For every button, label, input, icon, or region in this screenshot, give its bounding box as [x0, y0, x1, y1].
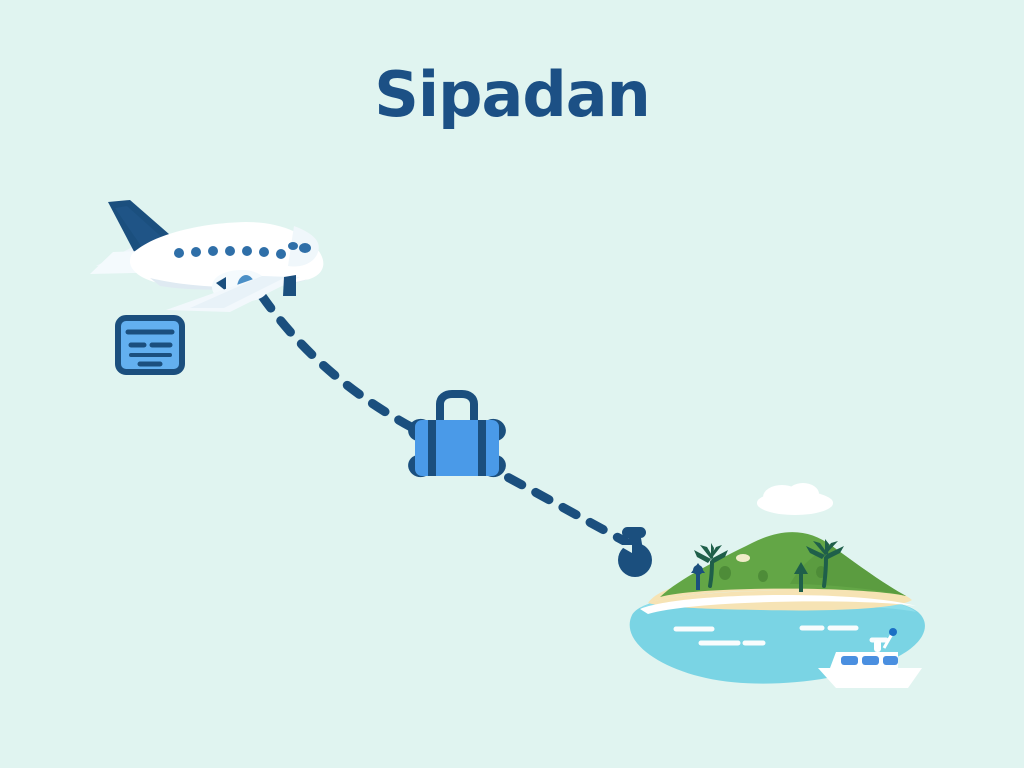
- small-tree-right: [794, 562, 808, 592]
- boarding-pass-lines: [125, 329, 175, 367]
- island-foam: [640, 595, 916, 614]
- boat-antenna-dot: [889, 628, 897, 636]
- small-tree-left: [691, 563, 705, 590]
- wave-lines: [673, 625, 889, 646]
- airplane-engine-pylon: [216, 277, 226, 291]
- boat-antenna: [882, 633, 894, 649]
- airplane-near-wing-shade: [190, 276, 286, 308]
- destination-marker-cap: [622, 527, 646, 538]
- boat: [818, 628, 922, 688]
- airplane-windows: [174, 246, 286, 259]
- cloud: [757, 483, 833, 515]
- suitcase-handle: [436, 390, 478, 424]
- boat-windows: [841, 656, 898, 665]
- airplane-cockpit-window-2: [288, 242, 298, 250]
- island-hill-shade: [790, 546, 906, 596]
- suitcase-strap-left: [428, 420, 436, 476]
- destination-marker-notch: [618, 545, 632, 553]
- boat-hull: [818, 668, 922, 688]
- destination-marker-body: [618, 543, 652, 577]
- palm-tree-left: [694, 543, 728, 588]
- airplane-fuselage: [129, 222, 324, 288]
- airplane-cockpit-window: [299, 243, 311, 253]
- palm-tree-right: [806, 539, 844, 588]
- suitcase-strap-right: [478, 420, 486, 476]
- page-title: Sipadan: [374, 58, 650, 131]
- airplane-rear-fin: [283, 275, 296, 296]
- island-rock: [736, 554, 750, 562]
- boat-mast: [874, 640, 881, 652]
